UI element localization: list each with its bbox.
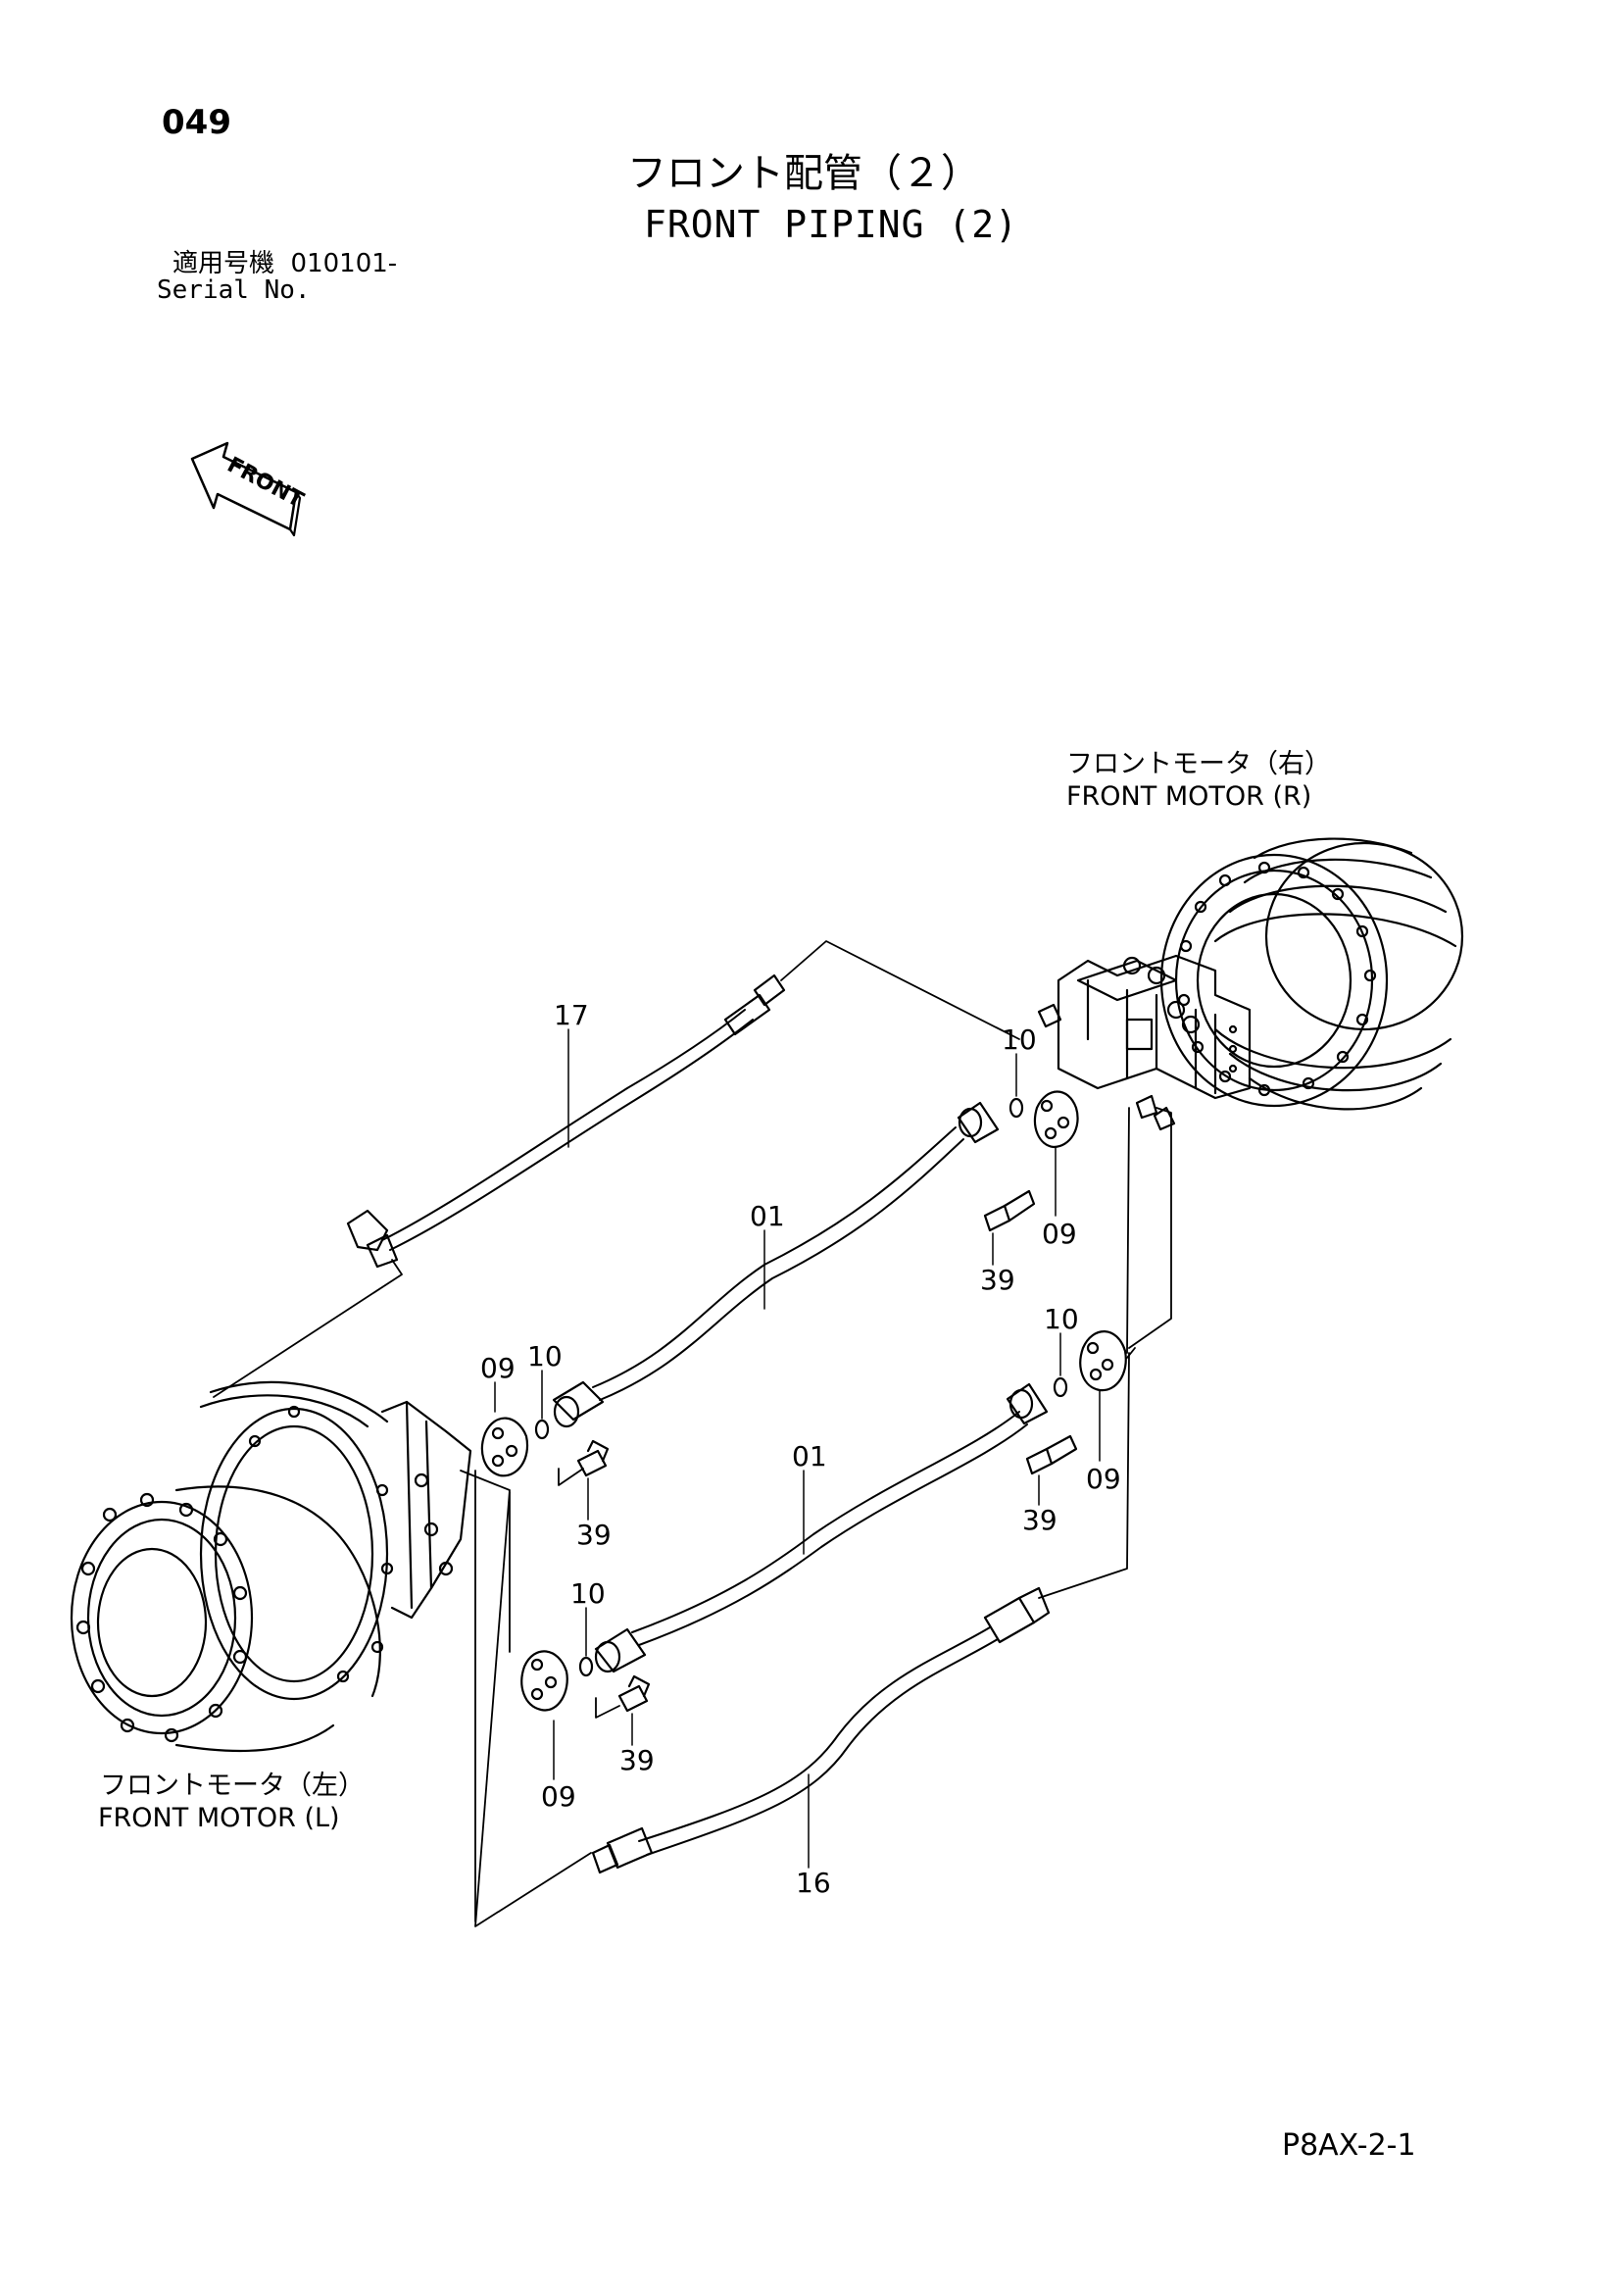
bolt-39-lower-left: [617, 1674, 651, 1713]
oring-10-lower-left: [578, 1656, 594, 1677]
front-motor-left-label-en: FRONT MOTOR (L): [98, 1803, 340, 1833]
hose-01-lower: [594, 1382, 1049, 1673]
oring-10-upper-right: [1008, 1097, 1024, 1119]
front-motor-right: [1037, 837, 1464, 1131]
bolt-39-lower-right: [1025, 1434, 1078, 1475]
page-title-en: FRONT PIPING (2): [644, 203, 1019, 246]
callout-39-upper-left: 39: [576, 1519, 612, 1551]
hose-01-upper: [552, 1101, 1000, 1428]
flange-09-upper-right: [1033, 1090, 1079, 1149]
callout-16: 16: [796, 1867, 831, 1899]
bolt-39-upper-left: [576, 1439, 610, 1477]
hose-17: [346, 973, 786, 1269]
front-motor-left-label-jp: フロントモータ（左）: [100, 1771, 365, 1801]
callout-leaders: [494, 1028, 1101, 1869]
serial-label-en: Serial No.: [157, 275, 311, 305]
front-arrow-icon: FRONT: [190, 441, 307, 537]
callout-39-upper-right: 39: [980, 1264, 1015, 1296]
front-motor-right-label-en: FRONT MOTOR (R): [1066, 781, 1312, 812]
assembly-leaders: [460, 1107, 1172, 1927]
callout-numbers: 17 01 01 16 10 10 10 10 09 09 09 09 39 3…: [480, 999, 1121, 1899]
serial-label-jp: 適用号機 010101-: [172, 251, 397, 276]
callout-09-lower-left: 09: [541, 1780, 576, 1813]
oring-10-upper-left: [534, 1419, 550, 1440]
callout-01-lower: 01: [792, 1440, 827, 1472]
callout-09-upper-right: 09: [1042, 1218, 1077, 1250]
serial-value: 010101-: [290, 249, 398, 278]
leader-17-top: [780, 940, 1020, 1040]
callout-01-upper: 01: [750, 1200, 785, 1232]
leader-17-bottom: [213, 1259, 403, 1398]
page-number: 049: [162, 103, 231, 142]
oring-10-lower-right: [1053, 1376, 1068, 1398]
flange-09-lower-left: [520, 1650, 568, 1712]
bolt-39-upper-right: [983, 1189, 1036, 1232]
callout-09-lower-right: 09: [1086, 1463, 1121, 1495]
hose-16: [591, 1586, 1051, 1874]
front-motor-right-label-jp: フロントモータ（右）: [1066, 749, 1331, 779]
flange-09-upper-left: [480, 1417, 529, 1477]
callout-10-lower-left: 10: [570, 1577, 606, 1610]
callout-10-upper-right: 10: [1002, 1023, 1037, 1056]
flange-09-lower-right: [1079, 1330, 1127, 1392]
drawing-code: P8AX-2-1: [1282, 2128, 1416, 2163]
callout-09-upper-left: 09: [480, 1352, 516, 1384]
callout-17: 17: [554, 999, 589, 1031]
callout-39-lower-left: 39: [619, 1744, 655, 1776]
callout-10-lower-right: 10: [1044, 1303, 1079, 1335]
front-motor-left: [70, 1380, 472, 1753]
page-title-jp: フロント配管（２）: [627, 151, 980, 196]
callout-10-upper-left: 10: [527, 1340, 563, 1373]
callout-39-lower-right: 39: [1022, 1504, 1057, 1536]
serial-label-jp-text: 適用号機: [172, 249, 275, 278]
